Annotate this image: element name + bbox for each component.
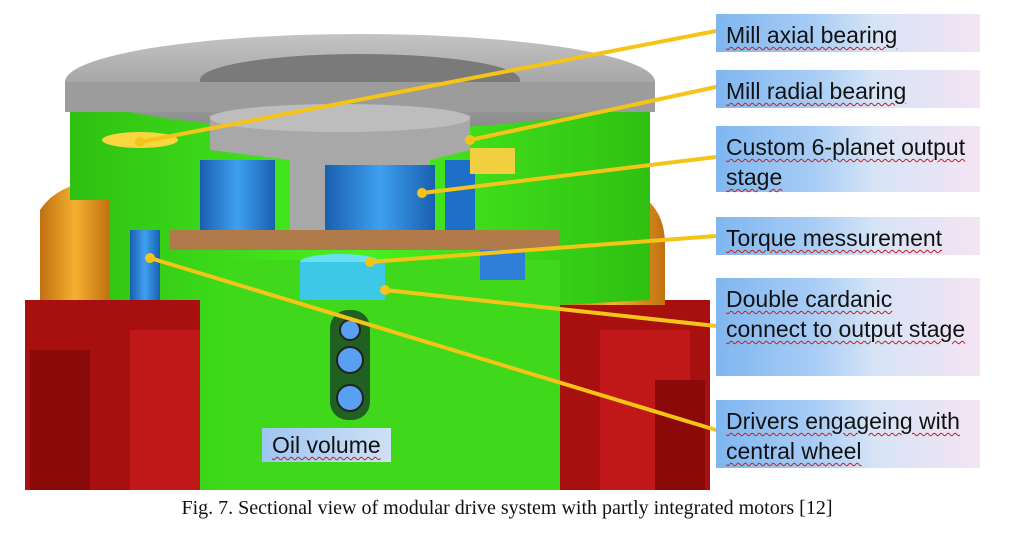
torque-ring (170, 230, 560, 250)
oil-ports (330, 310, 370, 420)
planet-center (325, 165, 435, 230)
foundation-right (560, 300, 710, 490)
carrier-top (210, 104, 470, 132)
label-drivers-engaging: Drivers engageing with central wheel (716, 400, 980, 468)
oil-volume-label: Oil volume (262, 428, 391, 462)
label-torque-measurement: Torque messurement (716, 217, 980, 255)
planet-left (200, 160, 275, 230)
figure-caption: Fig. 7. Sectional view of modular drive … (181, 497, 833, 519)
label-planet-output-stage: Custom 6-planet output stage (716, 126, 980, 192)
central-shaft (300, 262, 385, 300)
label-mill-axial-bearing: Mill axial bearing (716, 14, 980, 52)
driver-pinion (130, 230, 160, 300)
orange-shell-left (40, 180, 110, 300)
label-mill-radial-bearing: Mill radial bearing (716, 70, 980, 108)
label-double-cardanic: Double cardanic connect to output stage (716, 278, 980, 376)
leader-dots (135, 135, 475, 295)
leader-lines (138, 29, 718, 432)
radial-bearing-block (470, 148, 515, 174)
